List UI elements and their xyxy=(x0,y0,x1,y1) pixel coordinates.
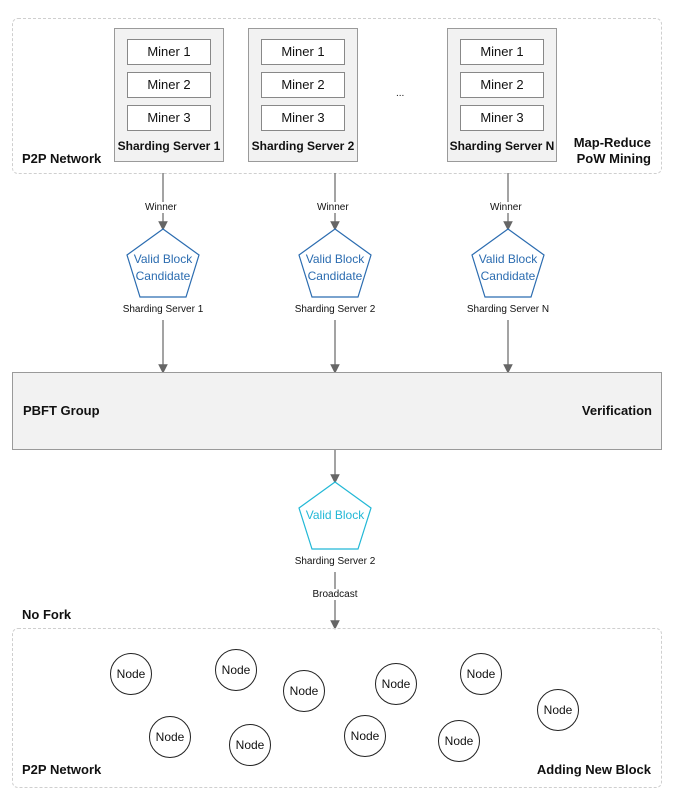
node: Node xyxy=(215,649,257,691)
node: Node xyxy=(375,663,417,705)
miner-2: Miner 2 xyxy=(127,72,211,98)
p2p-node-region xyxy=(12,628,662,788)
no-fork-label: No Fork xyxy=(22,607,72,622)
sharding-server-n: Miner 1 Miner 2 Miner 3 Sharding Server … xyxy=(447,28,557,162)
server-label: Sharding Server 1 xyxy=(117,139,221,153)
verification-label: Verification xyxy=(581,403,652,418)
node: Node xyxy=(110,653,152,695)
candidate-line1: Valid Block xyxy=(305,252,365,266)
server-label: Sharding Server N xyxy=(449,139,555,153)
miner-1: Miner 1 xyxy=(127,39,211,65)
miner-3: Miner 3 xyxy=(127,105,211,131)
p2p-mining-region xyxy=(12,18,662,174)
candidate-pentagon-n xyxy=(471,228,545,298)
map-reduce-label: Map-Reduce xyxy=(573,135,651,150)
candidate-text-1: Valid Block Candidate xyxy=(123,251,203,285)
server-label: Sharding Server 2 xyxy=(251,139,355,153)
candidate-text-2: Valid Block Candidate xyxy=(295,251,375,285)
sharding-server-2: Miner 1 Miner 2 Miner 3 Sharding Server … xyxy=(248,28,358,162)
node: Node xyxy=(229,724,271,766)
node: Node xyxy=(460,653,502,695)
candidate-line2: Candidate xyxy=(307,269,363,283)
pbft-group-box: PBFT Group Verification xyxy=(12,372,662,450)
winner-label-1: Winner xyxy=(143,202,179,213)
p2p-network-label-top: P2P Network xyxy=(22,151,102,166)
valid-block-text: Valid Block xyxy=(305,508,365,522)
candidate-line2: Candidate xyxy=(135,269,191,283)
candidate-caption-2: Sharding Server 2 xyxy=(294,304,376,315)
pbft-group-label: PBFT Group xyxy=(23,403,100,418)
valid-block-caption: Sharding Server 2 xyxy=(294,556,376,567)
winner-label-n: Winner xyxy=(488,202,524,213)
pow-mining-label: PoW Mining xyxy=(576,151,651,166)
node: Node xyxy=(283,670,325,712)
miner-1: Miner 1 xyxy=(261,39,345,65)
ellipsis: ... xyxy=(396,88,405,99)
adding-new-block-label: Adding New Block xyxy=(536,762,651,777)
broadcast-label: Broadcast xyxy=(306,589,364,600)
valid-block-pentagon xyxy=(298,481,372,550)
candidate-line2: Candidate xyxy=(480,269,536,283)
miner-2: Miner 2 xyxy=(261,72,345,98)
miner-3: Miner 3 xyxy=(460,105,544,131)
candidate-pentagon-1 xyxy=(126,228,200,298)
p2p-network-label-bottom: P2P Network xyxy=(22,762,102,777)
miner-3: Miner 3 xyxy=(261,105,345,131)
winner-label-2: Winner xyxy=(315,202,351,213)
node: Node xyxy=(149,716,191,758)
candidate-caption-n: Sharding Server N xyxy=(466,304,550,315)
miner-1: Miner 1 xyxy=(460,39,544,65)
candidate-line1: Valid Block xyxy=(478,252,538,266)
candidate-line1: Valid Block xyxy=(133,252,193,266)
candidate-text-n: Valid Block Candidate xyxy=(468,251,548,285)
node: Node xyxy=(537,689,579,731)
miner-2: Miner 2 xyxy=(460,72,544,98)
sharding-server-1: Miner 1 Miner 2 Miner 3 Sharding Server … xyxy=(114,28,224,162)
candidate-caption-1: Sharding Server 1 xyxy=(122,304,204,315)
node: Node xyxy=(438,720,480,762)
candidate-pentagon-2 xyxy=(298,228,372,298)
node: Node xyxy=(344,715,386,757)
